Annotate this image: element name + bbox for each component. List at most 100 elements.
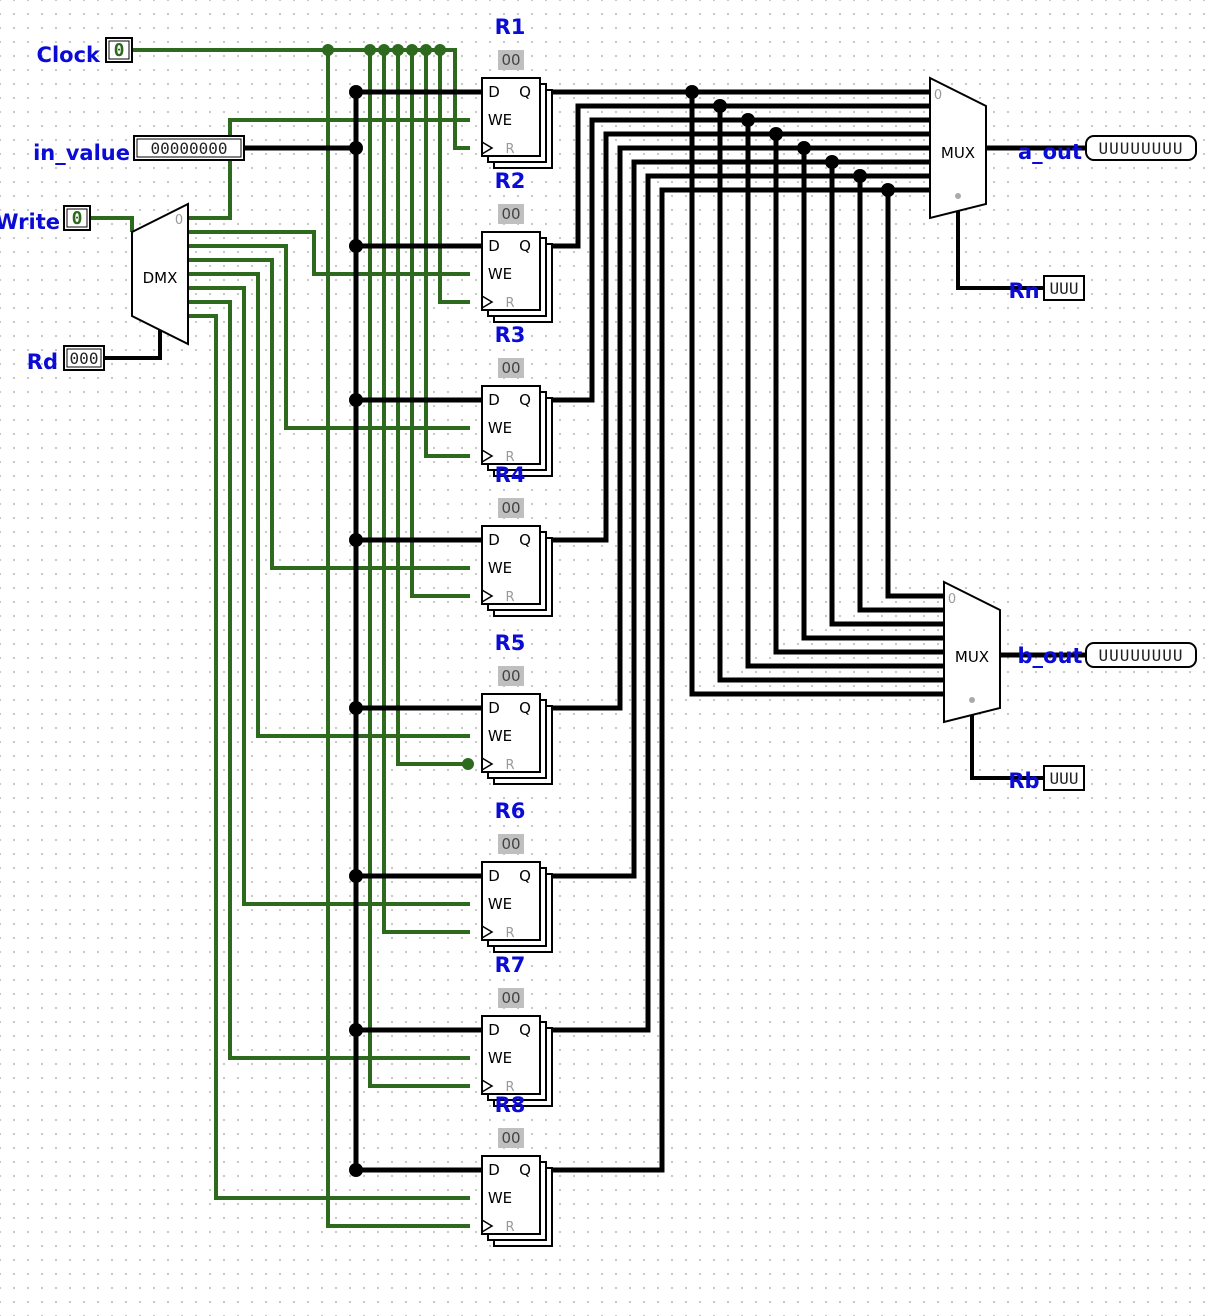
q-output-bus xyxy=(540,159,930,879)
clock-triangle-icon xyxy=(481,757,494,771)
register-we-pin: WE xyxy=(488,419,512,437)
clock-pin-box[interactable] xyxy=(105,37,133,63)
mux-b-bus xyxy=(689,92,945,697)
bus-junction-dot xyxy=(797,141,811,155)
clock-junction-dot xyxy=(392,44,404,56)
clock-wire xyxy=(410,50,470,598)
register-q-pin: Q xyxy=(519,699,531,717)
in-value-pin-box[interactable] xyxy=(133,135,245,161)
mux-b-bus xyxy=(857,176,945,613)
data-junction-dot xyxy=(349,141,363,155)
clock-triangle-icon xyxy=(481,589,494,603)
clock-label: Clock xyxy=(37,43,101,67)
q-output-bus xyxy=(540,173,930,1033)
data-junction-dot xyxy=(349,869,363,883)
rn-pin-value: UUU xyxy=(1050,279,1079,298)
clock-junction-dot xyxy=(322,44,334,56)
rd-pin-box[interactable] xyxy=(63,345,105,371)
clock-triangle-icon xyxy=(481,449,494,463)
bus-junction-dot xyxy=(713,99,727,113)
register-we-pin: WE xyxy=(488,727,512,745)
write-pin-inner xyxy=(66,208,88,228)
register-name: R3 xyxy=(495,323,526,347)
mux-a-label: MUX xyxy=(941,144,975,162)
rb-pin-value: UUU xyxy=(1050,769,1079,788)
register-reset-pin: R xyxy=(505,296,514,311)
clock-wire xyxy=(132,48,470,150)
register-d-pin: D xyxy=(488,1161,500,1179)
dmx-out-wire xyxy=(188,314,470,1200)
mux-a-select-dot xyxy=(955,193,961,199)
bus-junction-dot xyxy=(741,113,755,127)
clock-triangle-icon xyxy=(481,1079,494,1093)
b-out-pin-box xyxy=(1085,642,1197,668)
register-value: 00 xyxy=(501,989,520,1007)
mux-a-body xyxy=(929,76,987,220)
data-junction-dot xyxy=(349,239,363,253)
register-value-bg xyxy=(498,50,524,70)
mux-b-label: MUX xyxy=(955,648,989,666)
data-junction-dot xyxy=(349,393,363,407)
mux-b-bus xyxy=(745,120,945,669)
in-value-pin-inner xyxy=(136,138,242,158)
clock-junction-dot xyxy=(406,44,418,56)
register-value: 00 xyxy=(501,51,520,69)
mux-b-bus xyxy=(717,106,945,683)
data-buses xyxy=(104,89,1088,1173)
rn-label: Rn xyxy=(1008,279,1039,303)
register-value: 00 xyxy=(501,205,520,223)
register-d-pin: D xyxy=(488,1021,500,1039)
data-junction-dot xyxy=(349,85,363,99)
clock-wire xyxy=(382,50,470,934)
write-pin-box[interactable] xyxy=(63,205,91,231)
data-junction-dot xyxy=(349,1023,363,1037)
data-junction-dot xyxy=(349,1163,363,1177)
b-out-pin-value: UUUUUUUU xyxy=(1098,646,1183,665)
demux-body xyxy=(131,202,189,346)
a-out-label: a_out xyxy=(1018,140,1082,164)
bus-junction-dot xyxy=(769,127,783,141)
register-body xyxy=(481,1015,541,1095)
register-q-pin: Q xyxy=(519,83,531,101)
register-q-pin: Q xyxy=(519,1161,531,1179)
in-value-label: in_value xyxy=(33,141,130,165)
a-out-pin-box xyxy=(1085,135,1197,161)
bus-junction-dot xyxy=(853,169,867,183)
clock-wire xyxy=(326,50,470,1228)
register-body xyxy=(481,525,541,605)
mux-b-select-zero: 0 xyxy=(948,592,956,607)
reset-junction-dot xyxy=(462,758,474,770)
register-body xyxy=(481,231,541,311)
register-body xyxy=(481,861,541,941)
dmx-out-wire xyxy=(188,258,470,570)
mux-a-select-zero: 0 xyxy=(934,88,942,103)
dmx-out-wire xyxy=(188,118,470,220)
bus-junction-dot xyxy=(881,183,895,197)
register-body xyxy=(481,385,541,465)
register-name: R2 xyxy=(495,169,526,193)
b-out-label: b_out xyxy=(1018,644,1083,668)
q-output-bus xyxy=(540,145,930,711)
clock-triangle-icon xyxy=(481,141,494,155)
register-reset-pin: R xyxy=(505,590,514,605)
dmx-out-wire xyxy=(188,230,470,276)
dmx-out-wire xyxy=(188,300,470,1060)
register-name: R4 xyxy=(495,463,526,487)
in-value-pin-value: 00000000 xyxy=(150,139,227,158)
register-value-bg xyxy=(498,834,524,854)
register-value-bg xyxy=(498,498,524,518)
register-q-pin: Q xyxy=(519,391,531,409)
mux-b-select-dot xyxy=(969,697,975,703)
register-value: 00 xyxy=(501,667,520,685)
q-output-bus xyxy=(540,131,930,543)
